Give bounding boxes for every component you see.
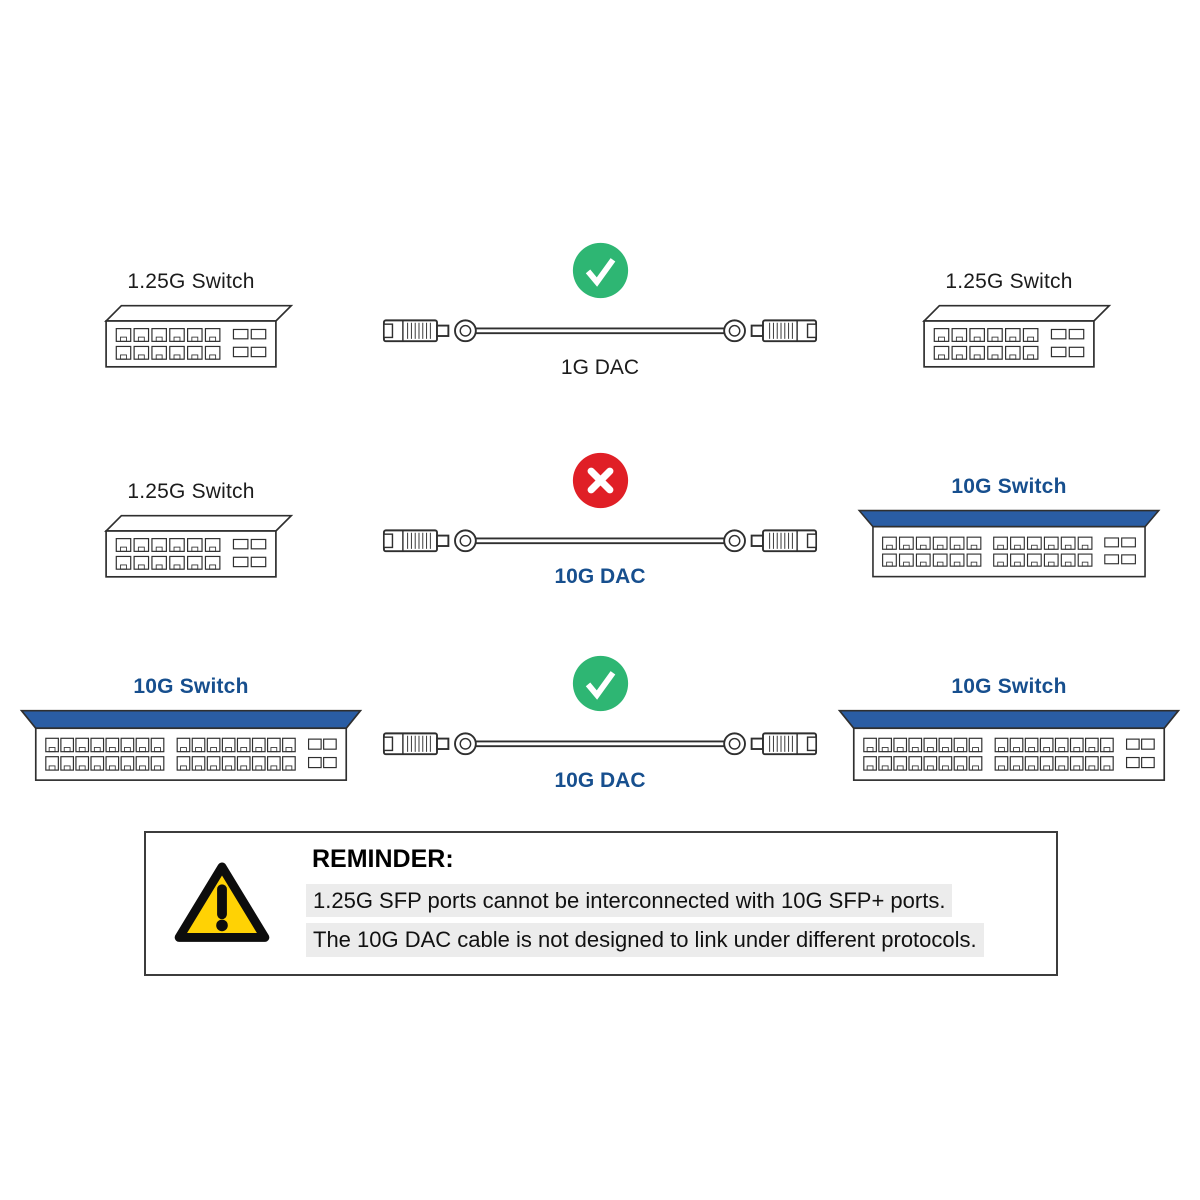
switch-graphic-10g-left-3 bbox=[14, 709, 368, 783]
check-icon bbox=[572, 242, 629, 299]
reminder-line-2-text: The 10G DAC cable is not designed to lin… bbox=[306, 923, 984, 957]
link-column-3: 10G DAC bbox=[377, 655, 823, 793]
reminder-text: REMINDER: 1.25G SFP ports cannot be inte… bbox=[306, 845, 984, 960]
link-column-2: 10G DAC bbox=[377, 452, 823, 590]
cable-label-2: 10G DAC bbox=[554, 565, 646, 589]
left-device-1: 1.25G Switch bbox=[5, 270, 377, 369]
switch-graphic-10g-right-2 bbox=[852, 509, 1166, 579]
reminder-line-1-text: 1.25G SFP ports cannot be interconnected… bbox=[306, 883, 953, 918]
scenario-row-mixed-incompatible: 1.25G Switch 10G DAC 10G Switch bbox=[0, 442, 1200, 588]
cable-label-3: 10G DAC bbox=[554, 768, 646, 792]
reminder-line-2: The 10G DAC cable is not designed to lin… bbox=[306, 923, 984, 957]
right-device-3: 10G Switch bbox=[823, 675, 1195, 783]
check-icon bbox=[572, 655, 629, 712]
cross-icon bbox=[572, 452, 629, 509]
scenario-row-1g-compatible: 1.25G Switch 1G DAC 1.25G Switch bbox=[0, 232, 1200, 379]
switch-graphic-125g-left-2 bbox=[84, 514, 298, 579]
scenario-rows: 1.25G Switch 1G DAC 1.25G Switch bbox=[0, 232, 1200, 976]
dac-cable-graphic-3 bbox=[382, 722, 818, 766]
switch-graphic-10g-right-3 bbox=[832, 709, 1186, 783]
device-label-left-3: 10G Switch bbox=[133, 675, 249, 699]
right-device-1: 1.25G Switch bbox=[823, 270, 1195, 369]
right-device-2: 10G Switch bbox=[823, 475, 1195, 579]
warning-triangle-icon bbox=[172, 858, 272, 947]
scenario-row-10g-compatible: 10G Switch 10G DAC 10G Switch bbox=[0, 645, 1200, 792]
switch-graphic-125g-right-1 bbox=[902, 304, 1116, 369]
cable-label-1: 1G DAC bbox=[560, 355, 640, 379]
link-column-1: 1G DAC bbox=[377, 242, 823, 380]
device-label-right-2: 10G Switch bbox=[951, 475, 1067, 499]
device-label-right-3: 10G Switch bbox=[951, 675, 1067, 699]
left-device-2: 1.25G Switch bbox=[5, 480, 377, 579]
device-label-right-1: 1.25G Switch bbox=[945, 270, 1073, 294]
switch-graphic-125g-left-1 bbox=[84, 304, 298, 369]
device-label-left-2: 1.25G Switch bbox=[127, 479, 255, 503]
device-label-left-1: 1.25G Switch bbox=[127, 270, 255, 294]
left-device-3: 10G Switch bbox=[5, 675, 377, 783]
reminder-title: REMINDER: bbox=[312, 844, 454, 873]
dac-cable-graphic-1 bbox=[382, 309, 818, 353]
reminder-box: REMINDER: 1.25G SFP ports cannot be inte… bbox=[144, 830, 1058, 976]
reminder-line-1: 1.25G SFP ports cannot be interconnected… bbox=[306, 883, 953, 918]
dac-cable-graphic-2 bbox=[382, 519, 818, 563]
